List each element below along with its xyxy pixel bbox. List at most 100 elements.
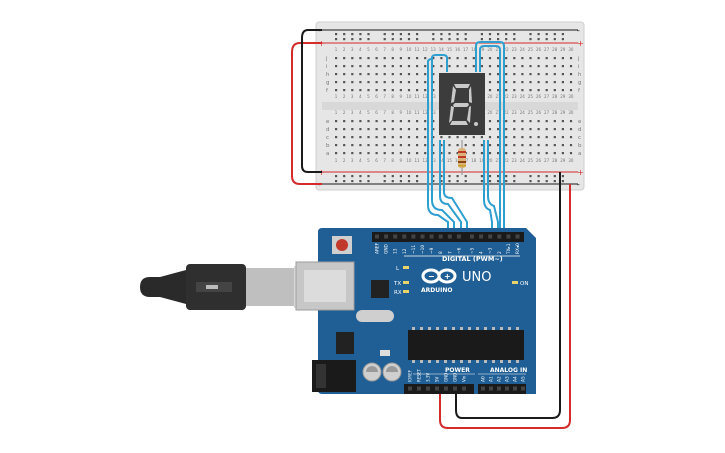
grid-hole[interactable] [497, 65, 500, 68]
grid-hole[interactable] [375, 57, 378, 60]
grid-hole[interactable] [545, 81, 548, 84]
grid-hole[interactable] [569, 120, 573, 123]
power-pin-hole[interactable] [417, 386, 421, 391]
grid-hole[interactable] [367, 81, 370, 84]
analog-pin-hole[interactable] [481, 386, 485, 391]
grid-hole[interactable] [505, 57, 508, 60]
grid-hole[interactable] [513, 89, 516, 92]
grid-hole[interactable] [488, 81, 492, 84]
grid-hole[interactable] [335, 81, 338, 84]
grid-hole[interactable] [529, 136, 532, 139]
grid-hole[interactable] [416, 81, 419, 84]
grid-hole[interactable] [367, 144, 370, 147]
rail-hole[interactable] [561, 38, 564, 41]
grid-hole[interactable] [391, 89, 394, 92]
grid-hole[interactable] [351, 136, 354, 139]
grid-hole[interactable] [343, 73, 346, 76]
grid-hole[interactable] [407, 65, 411, 68]
rail-hole[interactable] [432, 180, 435, 183]
rail-hole[interactable] [359, 175, 362, 178]
grid-hole[interactable] [529, 89, 532, 92]
grid-hole[interactable] [513, 73, 516, 76]
grid-hole[interactable] [545, 144, 548, 147]
rail-hole[interactable] [367, 180, 370, 183]
grid-hole[interactable] [521, 136, 524, 139]
grid-hole[interactable] [424, 144, 427, 147]
grid-hole[interactable] [497, 144, 500, 147]
grid-hole[interactable] [569, 65, 573, 68]
analog-pin-hole[interactable] [489, 386, 493, 391]
rail-hole[interactable] [553, 33, 556, 36]
resistor[interactable] [458, 140, 466, 175]
grid-hole[interactable] [416, 57, 419, 60]
rail-hole[interactable] [391, 38, 394, 41]
grid-hole[interactable] [497, 73, 500, 76]
grid-hole[interactable] [424, 57, 427, 60]
rail-hole[interactable] [480, 38, 483, 41]
grid-hole[interactable] [505, 144, 508, 147]
grid-hole[interactable] [407, 152, 411, 155]
grid-hole[interactable] [416, 73, 419, 76]
grid-hole[interactable] [537, 57, 540, 60]
grid-hole[interactable] [537, 81, 540, 84]
grid-hole[interactable] [545, 65, 548, 68]
rail-hole[interactable] [529, 175, 532, 178]
analog-pin-hole[interactable] [497, 386, 501, 391]
rail-hole[interactable] [448, 180, 451, 183]
grid-hole[interactable] [440, 57, 443, 60]
grid-hole[interactable] [391, 57, 394, 60]
grid-hole[interactable] [335, 152, 338, 155]
rail-hole[interactable] [513, 175, 516, 178]
grid-hole[interactable] [505, 136, 508, 139]
grid-hole[interactable] [391, 152, 394, 155]
grid-hole[interactable] [497, 152, 500, 155]
grid-hole[interactable] [391, 144, 394, 147]
rail-hole[interactable] [416, 38, 419, 41]
rail-hole[interactable] [545, 33, 548, 36]
grid-hole[interactable] [351, 144, 354, 147]
grid-hole[interactable] [513, 65, 516, 68]
grid-hole[interactable] [432, 128, 435, 131]
grid-hole[interactable] [545, 57, 548, 60]
grid-hole[interactable] [537, 65, 540, 68]
rail-hole[interactable] [399, 175, 402, 178]
grid-hole[interactable] [432, 89, 435, 92]
grid-hole[interactable] [561, 120, 564, 123]
grid-hole[interactable] [375, 152, 378, 155]
grid-hole[interactable] [537, 73, 540, 76]
rail-hole[interactable] [505, 33, 508, 36]
grid-hole[interactable] [416, 128, 419, 131]
rail-hole[interactable] [529, 38, 532, 41]
grid-hole[interactable] [367, 152, 370, 155]
digital-pin-hole[interactable] [402, 234, 407, 239]
rail-hole[interactable] [399, 33, 402, 36]
grid-hole[interactable] [440, 152, 443, 155]
grid-hole[interactable] [359, 57, 362, 60]
grid-hole[interactable] [359, 81, 362, 84]
grid-hole[interactable] [359, 73, 362, 76]
grid-hole[interactable] [488, 120, 492, 123]
grid-hole[interactable] [407, 120, 411, 123]
grid-hole[interactable] [521, 81, 524, 84]
grid-hole[interactable] [545, 128, 548, 131]
rail-hole[interactable] [545, 180, 548, 183]
grid-hole[interactable] [569, 144, 573, 147]
grid-hole[interactable] [521, 144, 524, 147]
grid-hole[interactable] [545, 120, 548, 123]
grid-hole[interactable] [343, 128, 346, 131]
analog-header[interactable] [478, 384, 526, 394]
rail-hole[interactable] [391, 33, 394, 36]
rail-hole[interactable] [553, 38, 556, 41]
grid-hole[interactable] [343, 89, 346, 92]
rail-hole[interactable] [497, 175, 500, 178]
grid-hole[interactable] [416, 120, 419, 123]
grid-hole[interactable] [367, 128, 370, 131]
grid-hole[interactable] [480, 65, 483, 68]
grid-hole[interactable] [375, 89, 378, 92]
grid-hole[interactable] [456, 136, 459, 139]
rail-hole[interactable] [383, 38, 386, 41]
grid-hole[interactable] [472, 152, 475, 155]
grid-hole[interactable] [424, 120, 427, 123]
grid-hole[interactable] [343, 65, 346, 68]
grid-hole[interactable] [488, 136, 492, 139]
